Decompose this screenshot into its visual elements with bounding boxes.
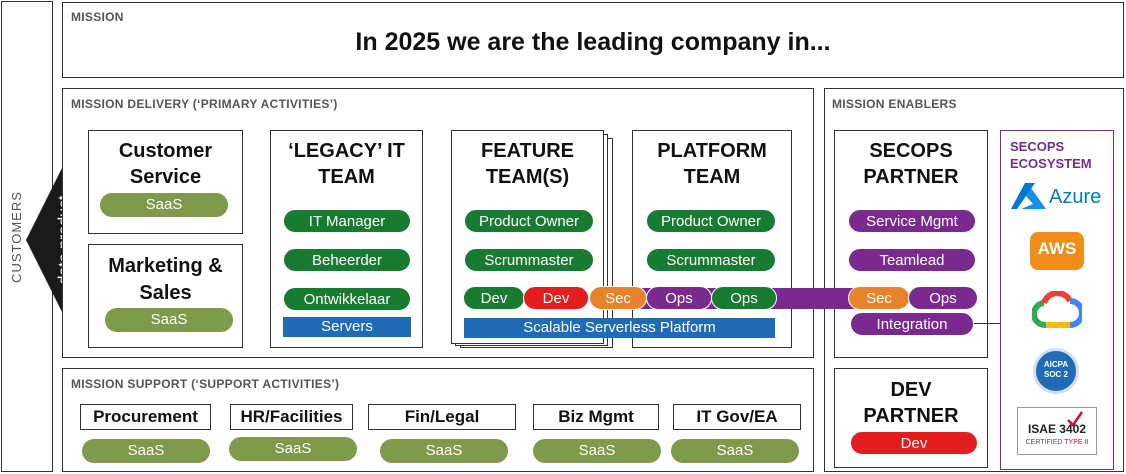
dev-partner-box: DEV PARTNER Dev [834, 368, 988, 468]
legacy-it-title-l2: TEAM [318, 166, 375, 188]
support-procurement: Procurement [80, 404, 211, 430]
feature-role-product-owner: Product Owner [464, 209, 594, 233]
aicpa-label: AICPA [1043, 360, 1069, 369]
integration-connector [974, 323, 1001, 324]
feature-teams-title-l1: FEATURE [481, 140, 574, 162]
marketing-sales-title-l2: Sales [139, 282, 192, 304]
marketing-sales-box: Marketing & Sales SaaS [88, 244, 243, 348]
ecosystem-title-l1: SECOPS [1010, 139, 1065, 154]
ecosystem-title-l2: ECOSYSTEM [1010, 156, 1092, 171]
secops-role-teamlead: Teamlead [848, 248, 976, 272]
customer-service-box: Customer Service SaaS [88, 130, 243, 234]
secops-partner-title-l1: SECOPS [869, 140, 953, 162]
support-fin-legal: Fin/Legal [368, 404, 516, 430]
aws-icon: AWS [1030, 232, 1084, 270]
customers-label: CUSTOMERS [9, 191, 24, 283]
support-it-gov-ea: IT Gov/EA [673, 404, 801, 430]
support-biz-mgmt-saas: SaaS [533, 439, 661, 463]
isae-label: ISAE 3402 [1027, 422, 1087, 436]
scalable-serverless-platform-bar: Scalable Serverless Platform [464, 318, 775, 338]
platform-devops-ops: Ops [711, 286, 777, 310]
isae-3402-badge: ISAE 3402 CERTIFIED TYPE II [1017, 407, 1097, 455]
support-hr-facilities-saas: SaaS [229, 437, 357, 461]
azure-label: Azure [1049, 186, 1102, 208]
secops-integration: Integration [850, 312, 974, 336]
mission-enablers-label: MISSION ENABLERS [832, 97, 957, 111]
isae-certified-text: CERTIFIED [1025, 439, 1063, 446]
feature-role-scrummaster: Scrummaster [464, 248, 594, 272]
mission-statement: In 2025 we are the leading company in... [355, 28, 831, 56]
isae-check-icon [1067, 411, 1084, 427]
mission-delivery-label: MISSION DELIVERY (‘PRIMARY ACTIVITIES’) [71, 97, 338, 111]
support-procurement-saas: SaaS [82, 439, 210, 463]
secops-role-service-mgmt: Service Mgmt [848, 209, 976, 233]
mission-section [62, 2, 1124, 78]
aicpa-soc2-icon: AICPA SOC 2 [1033, 348, 1079, 394]
secops-sec: Sec [848, 286, 910, 310]
mission-support-label: MISSION SUPPORT (‘SUPPORT ACTIVITIES’) [71, 377, 340, 391]
legacy-role-ontwikkelaar: Ontwikkelaar [283, 287, 411, 311]
google-cloud-icon [1032, 291, 1082, 329]
customer-service-saas: SaaS [100, 193, 228, 217]
feature-devops-sec: Sec [589, 286, 647, 310]
secops-partner-title-l2: PARTNER [863, 166, 959, 188]
legacy-it-title-l1: ‘LEGACY’ IT [288, 140, 405, 162]
dev-partner-title-l2: PARTNER [863, 405, 959, 427]
support-it-gov-ea-saas: SaaS [671, 439, 799, 463]
platform-team-title-l2: TEAM [683, 166, 741, 188]
support-fin-legal-saas: SaaS [380, 439, 508, 463]
secops-ecosystem-box: SECOPS ECOSYSTEM Azure AWS AICPA SOC 2 I… [1000, 130, 1114, 470]
legacy-it-team-box: ‘LEGACY’ IT TEAM IT Manager Beheerder On… [270, 130, 423, 348]
marketing-sales-title-l1: Marketing & [108, 255, 223, 277]
secops-ops: Ops [908, 286, 978, 310]
support-biz-mgmt: Biz Mgmt [533, 404, 659, 430]
feature-devops-dev-2: Dev [523, 286, 589, 310]
legacy-role-beheerder: Beheerder [283, 248, 411, 272]
customer-service-title-l1: Customer [118, 140, 213, 162]
platform-role-scrummaster: Scrummaster [646, 248, 776, 272]
platform-role-product-owner: Product Owner [646, 209, 776, 233]
dev-partner-title-l1: DEV [890, 379, 932, 401]
servers-bar: Servers [283, 317, 411, 337]
feature-devops-ops: Ops [646, 286, 712, 310]
isae-type-text: TYPE II [1064, 439, 1089, 446]
support-hr-facilities: HR/Facilities [230, 404, 353, 430]
azure-icon [1011, 183, 1046, 209]
platform-team-box: PLATFORM TEAM Product Owner Scrummaster [632, 130, 792, 348]
legacy-role-it-manager: IT Manager [283, 209, 411, 233]
platform-team-title-l1: PLATFORM [657, 140, 767, 162]
aws-label: AWS [1037, 239, 1077, 258]
customer-service-title-l2: Service [129, 166, 202, 188]
feature-teams-box: FEATURE TEAM(S) Product Owner Scrummaste… [451, 130, 604, 344]
isae-certified-label: CERTIFIED TYPE II [1018, 439, 1096, 446]
mission-label: MISSION [71, 10, 124, 24]
dev-partner-role-dev: Dev [850, 431, 978, 455]
soc2-label: SOC 2 [1043, 370, 1068, 379]
feature-devops-dev-1: Dev [463, 286, 525, 310]
marketing-sales-saas: SaaS [105, 308, 233, 332]
feature-teams-title-l2: TEAM(S) [485, 166, 570, 188]
